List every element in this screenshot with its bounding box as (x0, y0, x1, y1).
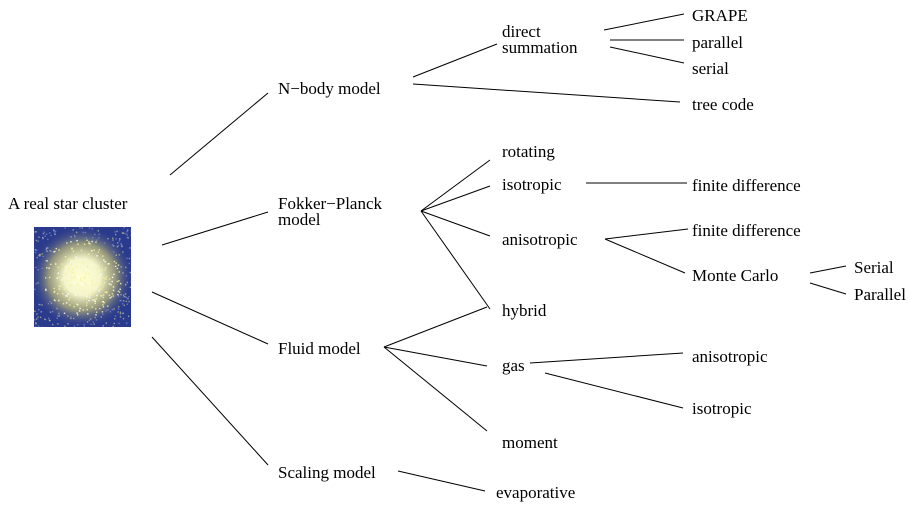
edge-nbody-direct (412, 43, 498, 78)
edge-root-scaling (151, 336, 269, 466)
edge-mc-parallel (809, 282, 847, 295)
edge-anisotropic-mc (604, 238, 686, 274)
fluid-moment: moment (502, 433, 558, 452)
root-label: A real star cluster (8, 194, 128, 213)
edge-direct-grape (603, 13, 685, 31)
edge-fluid-gas (383, 346, 488, 367)
fluid-gas: gas (502, 356, 525, 375)
edge-gas-anisotropic (529, 352, 684, 364)
edge-root-nbody (169, 92, 269, 176)
edge-fokker-rotating (420, 159, 491, 212)
edge-scaling-evaporative (397, 470, 486, 492)
nbody-direct-line2: summation (502, 38, 578, 57)
edge-anisotropic-fd (604, 228, 689, 240)
nbody-tree-code: tree code (692, 95, 754, 114)
anisotropic-finite-difference: finite difference (692, 221, 801, 240)
nbody-direct-line1: direct (502, 22, 541, 41)
edge-mc-serial (809, 265, 847, 274)
gas-anisotropic: anisotropic (692, 347, 768, 366)
edge-direct-serial (609, 46, 685, 64)
fluid-hybrid: hybrid (502, 301, 547, 320)
direct-grape: GRAPE (692, 6, 748, 25)
model-fokker-planck-line2: model (278, 210, 321, 229)
model-fluid: Fluid model (278, 339, 361, 358)
direct-serial: serial (692, 59, 729, 78)
edge-nbody-tree (412, 83, 681, 103)
edge-fokker-isotropic (420, 185, 491, 212)
fokker-isotropic: isotropic (502, 175, 562, 194)
anisotropic-monte-carlo: Monte Carlo (692, 266, 779, 285)
fokker-anisotropic: anisotropic (502, 230, 578, 249)
edge-root-fokker (161, 211, 269, 246)
edge-gas-isotropic (544, 372, 684, 409)
scaling-evaporative: evaporative (496, 483, 576, 502)
model-fokker-planck-line1: Fokker−Planck (278, 194, 383, 213)
edge-fluid-moment (383, 346, 488, 432)
isotropic-finite-difference: finite difference (692, 176, 801, 195)
model-nbody: N−body model (278, 79, 381, 98)
fokker-rotating: rotating (502, 142, 555, 161)
edge-fokker-hybrid (420, 210, 491, 310)
model-scaling: Scaling model (278, 463, 376, 482)
edge-fokker-anisotropic (420, 210, 491, 237)
edge-fluid-hybrid (383, 306, 488, 348)
monte-carlo-serial: Serial (854, 258, 894, 277)
direct-parallel: parallel (692, 33, 743, 52)
star-cluster-image (34, 227, 131, 327)
gas-isotropic: isotropic (692, 399, 752, 418)
edge-root-fluid (151, 291, 269, 345)
monte-carlo-parallel: Parallel (854, 285, 906, 304)
